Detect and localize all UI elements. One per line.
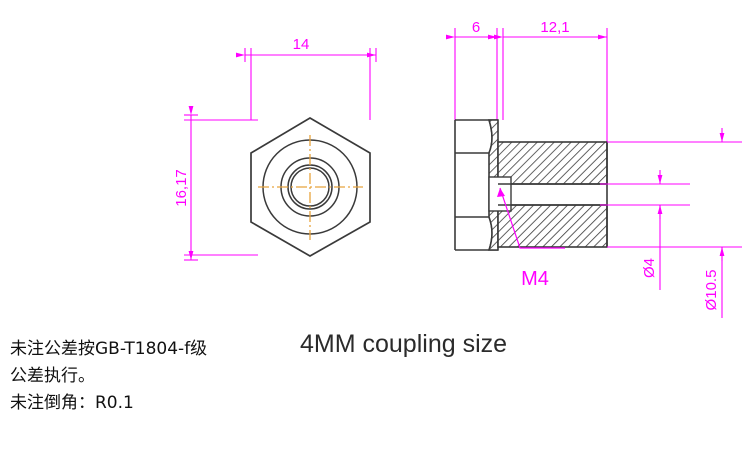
dimension-bore-diameter: Ø4 bbox=[600, 170, 690, 290]
dimension-label-bore-diameter: Ø4 bbox=[641, 258, 658, 278]
dimension-body-length: 12,1 bbox=[494, 19, 608, 142]
dimension-body-diameter: Ø10.5 bbox=[607, 128, 742, 318]
body-upper-wall bbox=[497, 141, 608, 185]
dimension-label-body-diameter: Ø10.5 bbox=[703, 270, 720, 311]
thread-callout-label: M4 bbox=[521, 268, 549, 290]
dimension-label-across-corners: 16,17 bbox=[173, 169, 190, 207]
section-body-lower bbox=[497, 204, 608, 248]
hex-head-front-view: 14 16,17 bbox=[173, 36, 377, 261]
thread-callout: M4 bbox=[497, 187, 565, 290]
dimension-label-head-thickness: 6 bbox=[472, 19, 480, 36]
section-body-upper bbox=[497, 141, 608, 185]
dimension-head-thickness: 6 bbox=[446, 19, 498, 120]
dimension-label-across-flats: 14 bbox=[293, 36, 310, 53]
note-line-1: 未注公差按GB-T1804-f级 bbox=[10, 339, 208, 359]
dimension-across-corners: 16,17 bbox=[173, 106, 258, 261]
coupling-section-view: 6 12,1 bbox=[446, 19, 742, 318]
note-line-3: 未注倒角：R0.1 bbox=[10, 393, 134, 413]
hexagon-outline bbox=[250, 117, 371, 257]
dimension-label-body-length: 12,1 bbox=[540, 19, 569, 36]
tolerance-notes: 未注公差按GB-T1804-f级 公差执行。 未注倒角：R0.1 bbox=[10, 336, 207, 417]
page-title: 4MM coupling size bbox=[300, 330, 508, 358]
dimension-across-flats: 14 bbox=[236, 36, 377, 120]
note-line-2: 公差执行。 bbox=[10, 366, 95, 386]
body-lower-wall bbox=[497, 204, 608, 248]
